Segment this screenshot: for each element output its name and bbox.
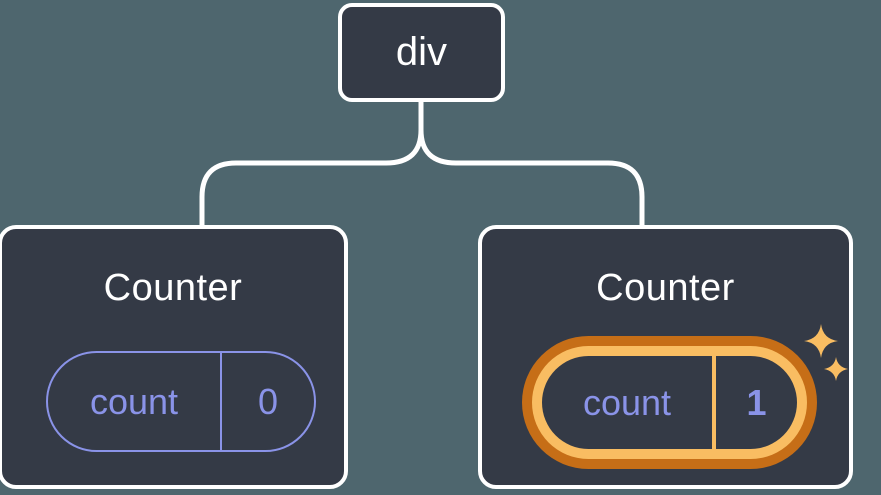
state-pill-core: count 1 [542,356,797,449]
root-node-label: div [395,30,448,74]
state-key: count [48,353,222,450]
counter-card-right: Counter count 1 [478,225,853,489]
component-name: Counter [596,267,735,309]
root-node-div: div [338,3,505,102]
state-pill-highlighted: count 1 [522,336,817,469]
connector-right-branch [418,129,645,225]
sparkles-icon [804,324,848,381]
counter-card-left: Counter count 0 [0,225,348,489]
state-pill-highlight-ring: count 1 [532,346,807,459]
component-name: Counter [103,267,243,309]
state-value: 1 [746,381,767,423]
connector-left-branch [199,129,424,225]
state-value: 0 [257,380,279,422]
state-key: count [542,356,716,449]
state-pill: count 0 [46,351,316,452]
